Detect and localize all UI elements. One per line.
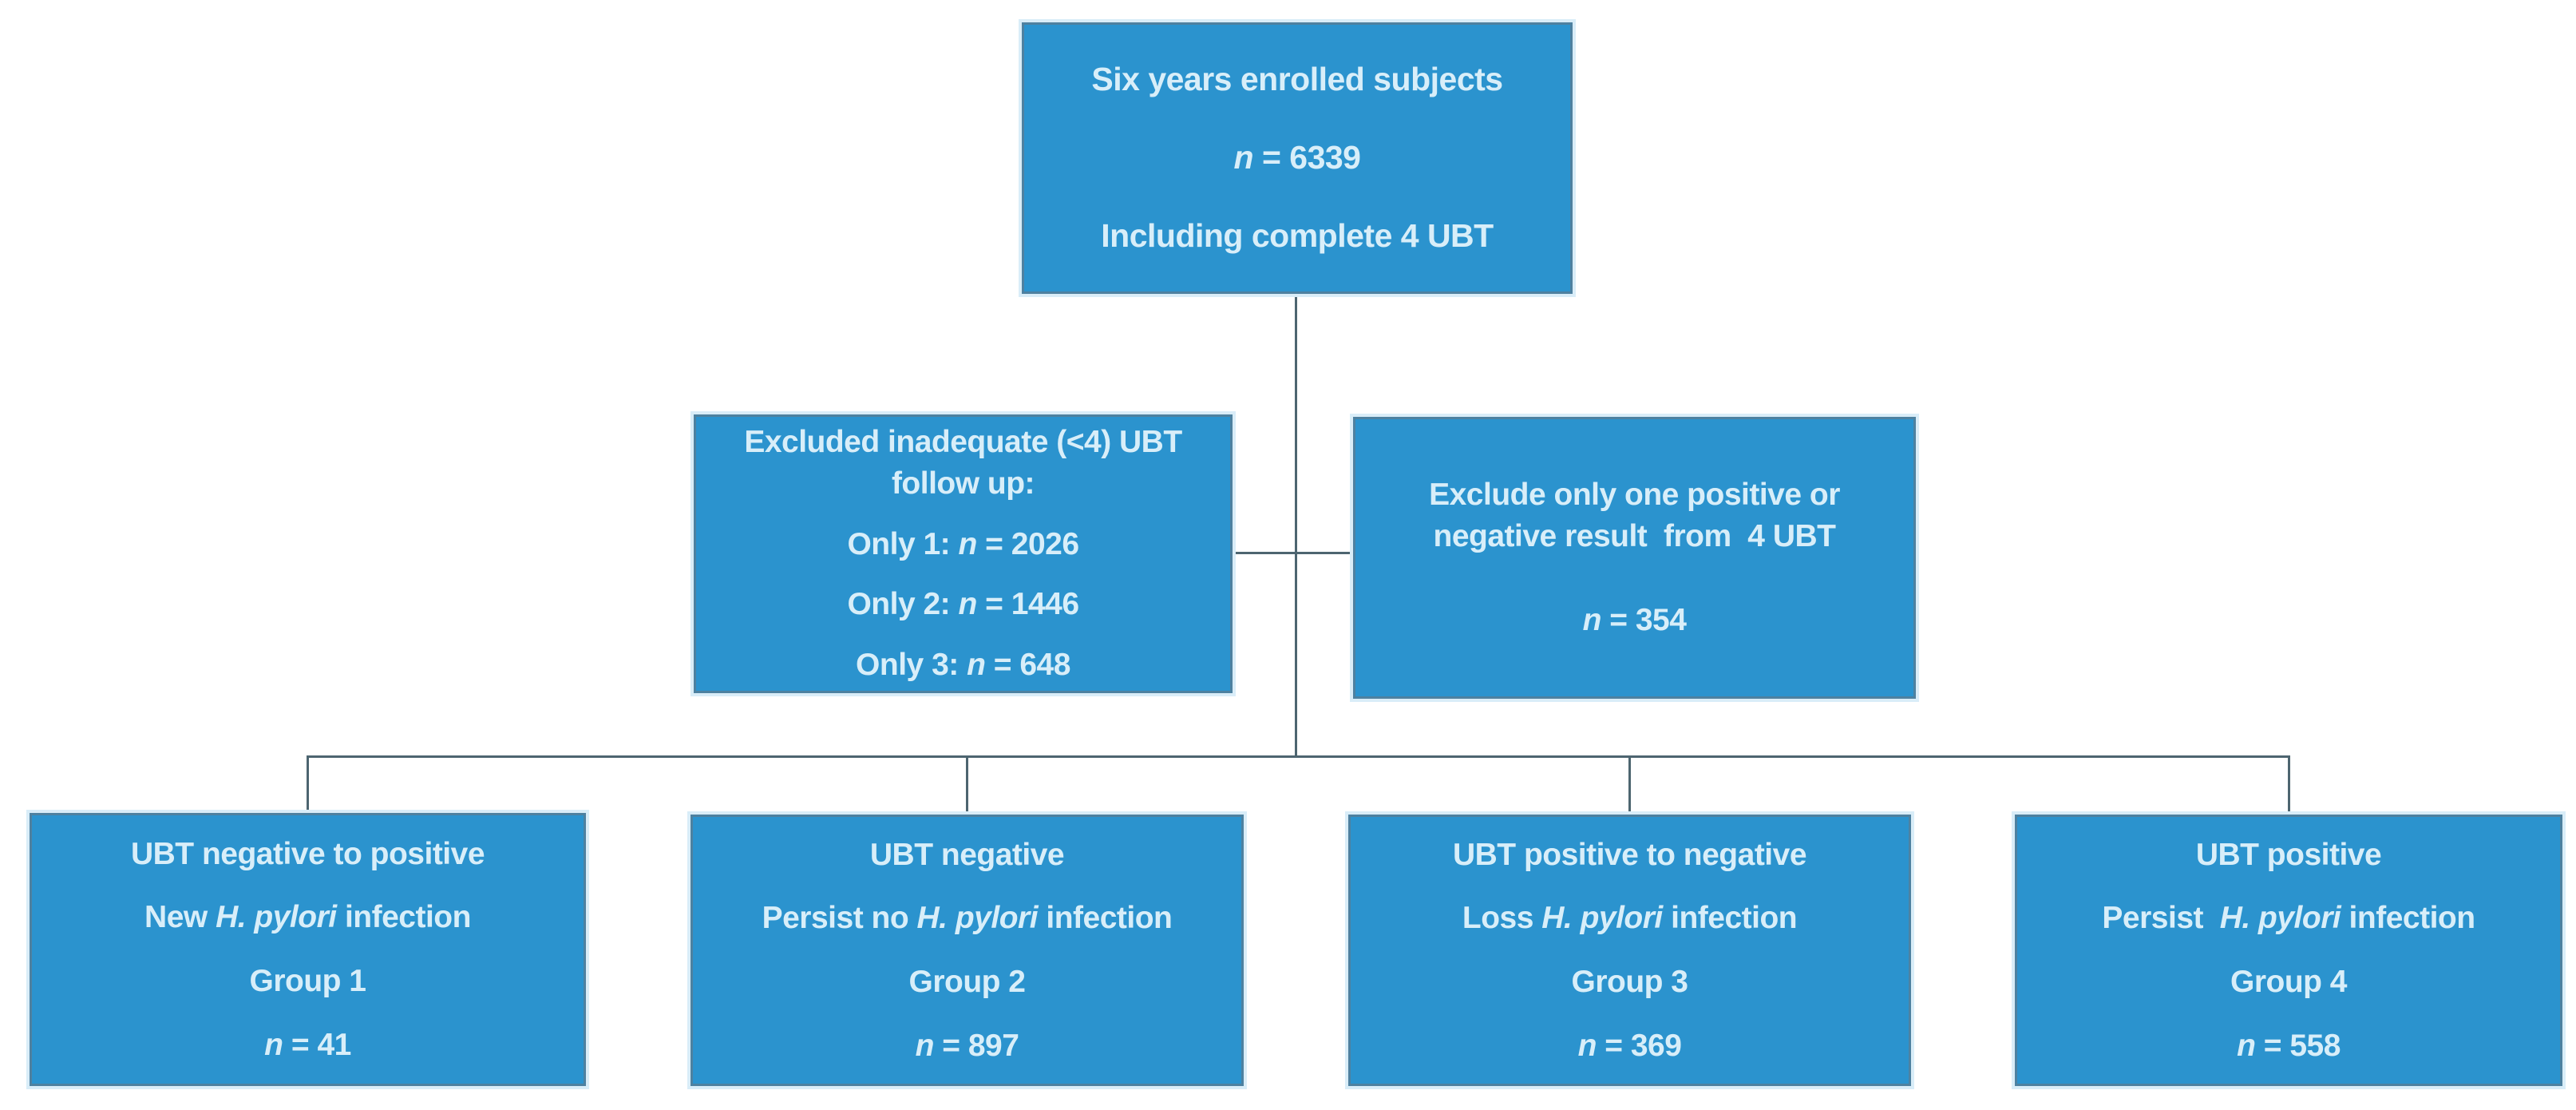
italic-text: H. pylori [216,900,337,935]
italic-text: n [1233,139,1254,176]
box-text-line: follow up: [891,466,1035,501]
box-text-line: UBT negative [869,837,1065,872]
box-text-line: Group 4 [2230,965,2348,999]
box-text-line: Persist no H. pylori infection [762,901,1173,936]
italic-text: H. pylori [1541,901,1663,936]
box-text-line: UBT positive [2195,837,2382,872]
box-text-line: UBT positive to negative [1452,837,1807,872]
box-text-line: New H. pylori infection [144,900,471,935]
box-text-line: Only 1: n = 2026 [847,526,1079,561]
italic-text: n [958,587,978,622]
connector-top-vertical [1295,294,1297,757]
italic-text: n [1582,603,1602,638]
italic-text: n [1577,1028,1597,1063]
box-text-line: Exclude only one positive or [1429,477,1840,512]
connector-drop-group2 [966,755,968,816]
box-text-line: Including complete 4 UBT [1101,216,1494,254]
box-text-line: Group 2 [908,965,1026,999]
connector-drop-group4 [2288,755,2290,816]
connector-distributor-rail [307,755,2290,758]
box-text-line: UBT negative to positive [130,836,485,871]
connector-exclusion-horizontal [1233,552,1353,554]
box-text-line: Excluded inadequate (<4) UBT [744,425,1182,460]
italic-text: n [915,1028,935,1063]
box-text-line: Loss H. pylori infection [1462,901,1798,936]
italic-text: H. pylori [2219,901,2341,936]
box-text-line: Group 1 [249,964,366,998]
italic-text: n [2237,1028,2256,1063]
node-excluded-inadequate-followup: Excluded inadequate (<4) UBT follow up: On… [694,414,1233,693]
box-text-line: Only 2: n = 1446 [847,587,1079,622]
box-text-line: Six years enrolled subjects [1091,61,1503,98]
connector-drop-group3 [1628,755,1631,816]
box-text-line: Only 3: n = 648 [856,648,1070,682]
box-text-line: n = 41 [264,1027,351,1062]
box-text-line: Persist H. pylori infection [2102,901,2475,936]
box-text-line: n = 354 [1582,603,1687,638]
box-text-line: n = 6339 [1233,139,1361,176]
italic-text: H. pylori [916,901,1039,936]
box-text-line: n = 897 [915,1028,1019,1063]
box-text-line: Group 3 [1571,965,1688,999]
italic-text: n [967,648,986,682]
box-text-line: negative result from 4 UBT [1433,518,1836,553]
box-text-line: n = 369 [1577,1028,1682,1063]
italic-text: n [264,1027,283,1062]
italic-text: n [958,526,978,561]
box-text-line: n = 558 [2237,1028,2341,1063]
node-excluded-single-result: Exclude only one positive or negative res… [1353,417,1916,699]
connector-drop-group1 [307,755,309,815]
